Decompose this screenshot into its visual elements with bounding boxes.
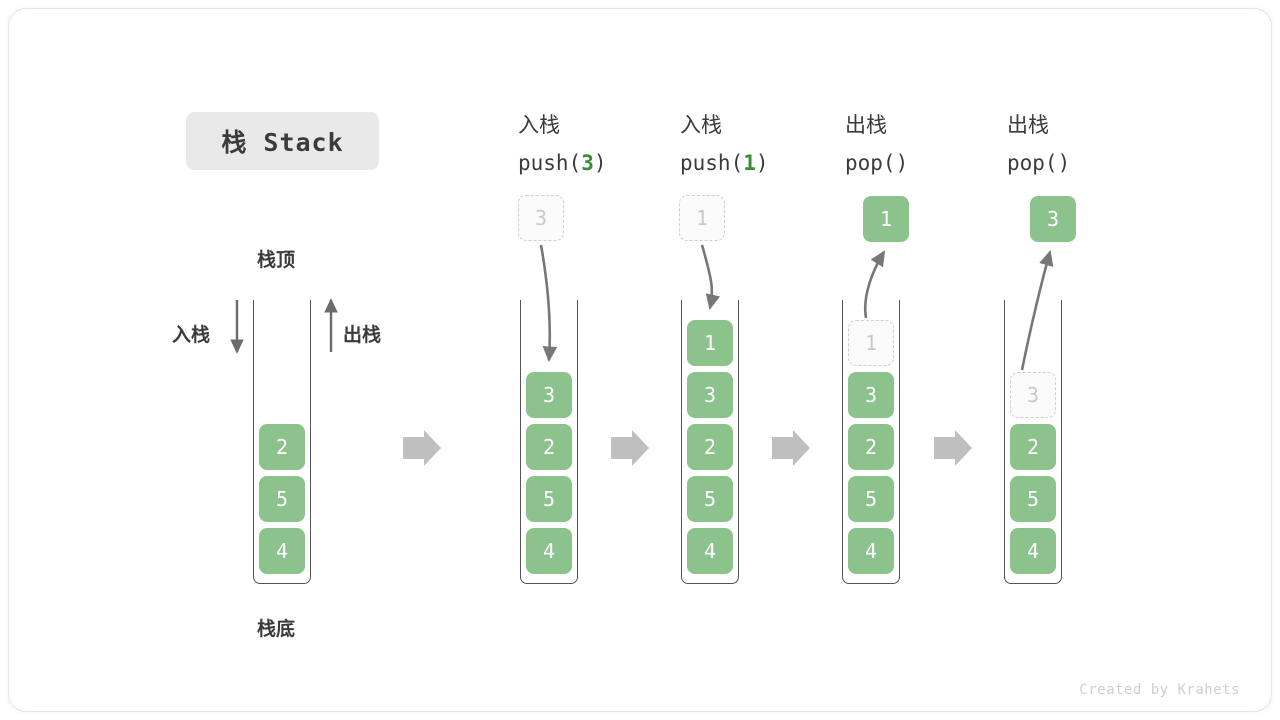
stack-cell: 3 bbox=[687, 372, 733, 418]
column-heading-pop-3: 出栈 pop() bbox=[1007, 106, 1070, 182]
stack-container-initial bbox=[253, 300, 311, 584]
code-prefix: push( bbox=[518, 151, 582, 175]
stack-container-pop-3 bbox=[1004, 300, 1062, 584]
code-prefix: pop( bbox=[845, 151, 896, 175]
stack-cell: 1 bbox=[687, 320, 733, 366]
footer-credit: Created by Krahets bbox=[1079, 682, 1240, 698]
column-heading-code: pop() bbox=[1007, 144, 1070, 182]
stack-cell: 5 bbox=[1010, 476, 1056, 522]
column-heading-push-1: 入栈 push(1) bbox=[680, 106, 769, 182]
column-heading-cn: 入栈 bbox=[680, 113, 722, 137]
stack-bottom-label: 栈底 bbox=[257, 618, 296, 640]
code-prefix: push( bbox=[680, 151, 744, 175]
stack-cell: 2 bbox=[259, 424, 305, 470]
column-heading-push-3: 入栈 push(3) bbox=[518, 106, 607, 182]
stack-cell: 2 bbox=[848, 424, 894, 470]
code-suffix: ) bbox=[593, 151, 607, 175]
stack-cell: 1 bbox=[848, 320, 894, 366]
diagram-title-chip: 栈 Stack bbox=[186, 112, 379, 170]
stack-cell: 4 bbox=[259, 528, 305, 574]
column-heading-cn: 出栈 bbox=[1007, 113, 1049, 137]
stack-cell: 2 bbox=[1010, 424, 1056, 470]
pop-direction-label: 出栈 bbox=[343, 324, 382, 346]
floating-element: 3 bbox=[1030, 196, 1076, 242]
stack-cell: 3 bbox=[526, 372, 572, 418]
stack-container-pop-1 bbox=[842, 300, 900, 584]
floating-element: 1 bbox=[679, 195, 725, 241]
stack-cell: 3 bbox=[848, 372, 894, 418]
code-suffix: ) bbox=[1057, 151, 1071, 175]
stack-cell: 2 bbox=[526, 424, 572, 470]
stack-cell: 4 bbox=[1010, 528, 1056, 574]
stack-container-push-3 bbox=[520, 300, 578, 584]
column-heading-code: push(1) bbox=[680, 144, 769, 182]
floating-element: 1 bbox=[863, 196, 909, 242]
column-heading-pop-1: 出栈 pop() bbox=[845, 106, 908, 182]
stack-top-label: 栈顶 bbox=[257, 249, 296, 271]
stack-cell: 5 bbox=[259, 476, 305, 522]
column-heading-cn: 出栈 bbox=[845, 113, 887, 137]
code-arg: 1 bbox=[743, 151, 756, 175]
stack-cell: 5 bbox=[526, 476, 572, 522]
column-heading-code: pop() bbox=[845, 144, 908, 182]
stack-container-push-1 bbox=[681, 300, 739, 584]
stack-cell: 2 bbox=[687, 424, 733, 470]
code-suffix: ) bbox=[755, 151, 769, 175]
stack-cell: 4 bbox=[848, 528, 894, 574]
code-arg: 3 bbox=[581, 151, 594, 175]
stack-cell: 5 bbox=[848, 476, 894, 522]
push-direction-label: 入栈 bbox=[172, 324, 211, 346]
stack-cell: 5 bbox=[687, 476, 733, 522]
code-prefix: pop( bbox=[1007, 151, 1058, 175]
column-heading-code: push(3) bbox=[518, 144, 607, 182]
floating-element: 3 bbox=[518, 195, 564, 241]
stack-cell: 4 bbox=[687, 528, 733, 574]
stack-cell: 4 bbox=[526, 528, 572, 574]
code-suffix: ) bbox=[895, 151, 909, 175]
column-heading-cn: 入栈 bbox=[518, 113, 560, 137]
stack-cell: 3 bbox=[1010, 372, 1056, 418]
